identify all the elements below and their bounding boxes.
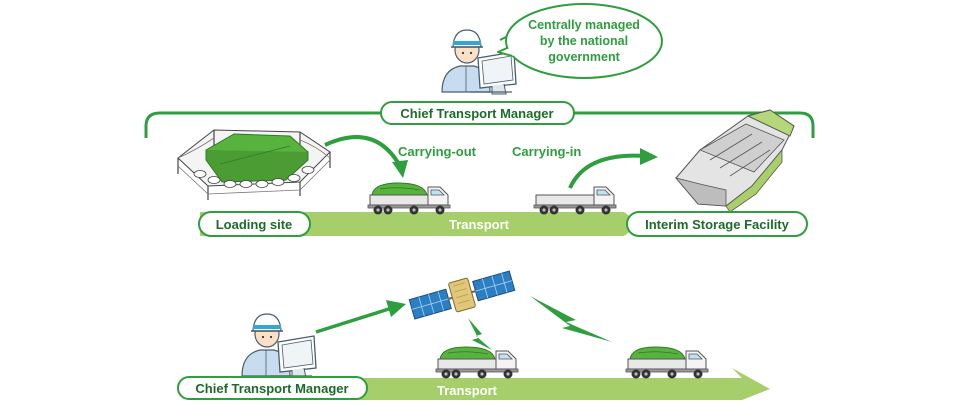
truck-empty-top (533, 186, 617, 215)
signal-lightning-right (530, 296, 612, 342)
carrying-in-label: Carrying-in (512, 144, 581, 159)
speech-bubble: Centrally managed by the national govern… (497, 3, 663, 79)
svg-text:Loading site: Loading site (216, 217, 293, 232)
truck-loaded-bottom-1 (435, 346, 519, 379)
carrying-out-label: Carrying-out (398, 144, 477, 159)
carrying-out-arrowhead (392, 160, 408, 178)
speech-bubble-line-1: Centrally managed (528, 18, 640, 32)
loading-site-illustration (177, 129, 331, 200)
svg-text:Chief Transport Manager: Chief Transport Manager (400, 106, 553, 121)
transport-label-top: Transport (449, 217, 510, 232)
chief-transport-manager-label-top: Chief Transport Manager (380, 101, 575, 125)
chief-transport-manager-label-bottom: Chief Transport Manager (177, 376, 368, 400)
carrying-in-arrowhead (640, 148, 658, 165)
satellite-icon (408, 270, 516, 320)
transport-label-bottom: Transport (437, 383, 498, 398)
svg-text:Interim Storage Facility: Interim Storage Facility (645, 217, 790, 232)
interim-storage-facility-label: Interim Storage Facility (626, 211, 808, 237)
signal-lightning-down (468, 318, 492, 350)
uplink-arrow (315, 306, 393, 334)
truck-loaded-bottom-2 (625, 346, 709, 379)
chief-transport-manager-figure-bottom (241, 313, 317, 379)
carrying-in-arrow (568, 153, 647, 189)
interim-storage-facility-illustration (674, 109, 795, 213)
speech-bubble-line-2: by the national (540, 34, 628, 48)
uplink-arrowhead (386, 300, 406, 317)
svg-text:Chief Transport Manager: Chief Transport Manager (195, 381, 348, 396)
loading-site-label: Loading site (198, 211, 311, 237)
speech-bubble-line-3: government (548, 50, 620, 64)
truck-loaded-top (367, 182, 451, 215)
transport-bar-bottom: Transport (356, 368, 770, 400)
chief-transport-manager-figure-top (441, 29, 517, 95)
carrying-out-arrow (324, 135, 402, 167)
transport-bar-top: Transport (200, 212, 640, 236)
